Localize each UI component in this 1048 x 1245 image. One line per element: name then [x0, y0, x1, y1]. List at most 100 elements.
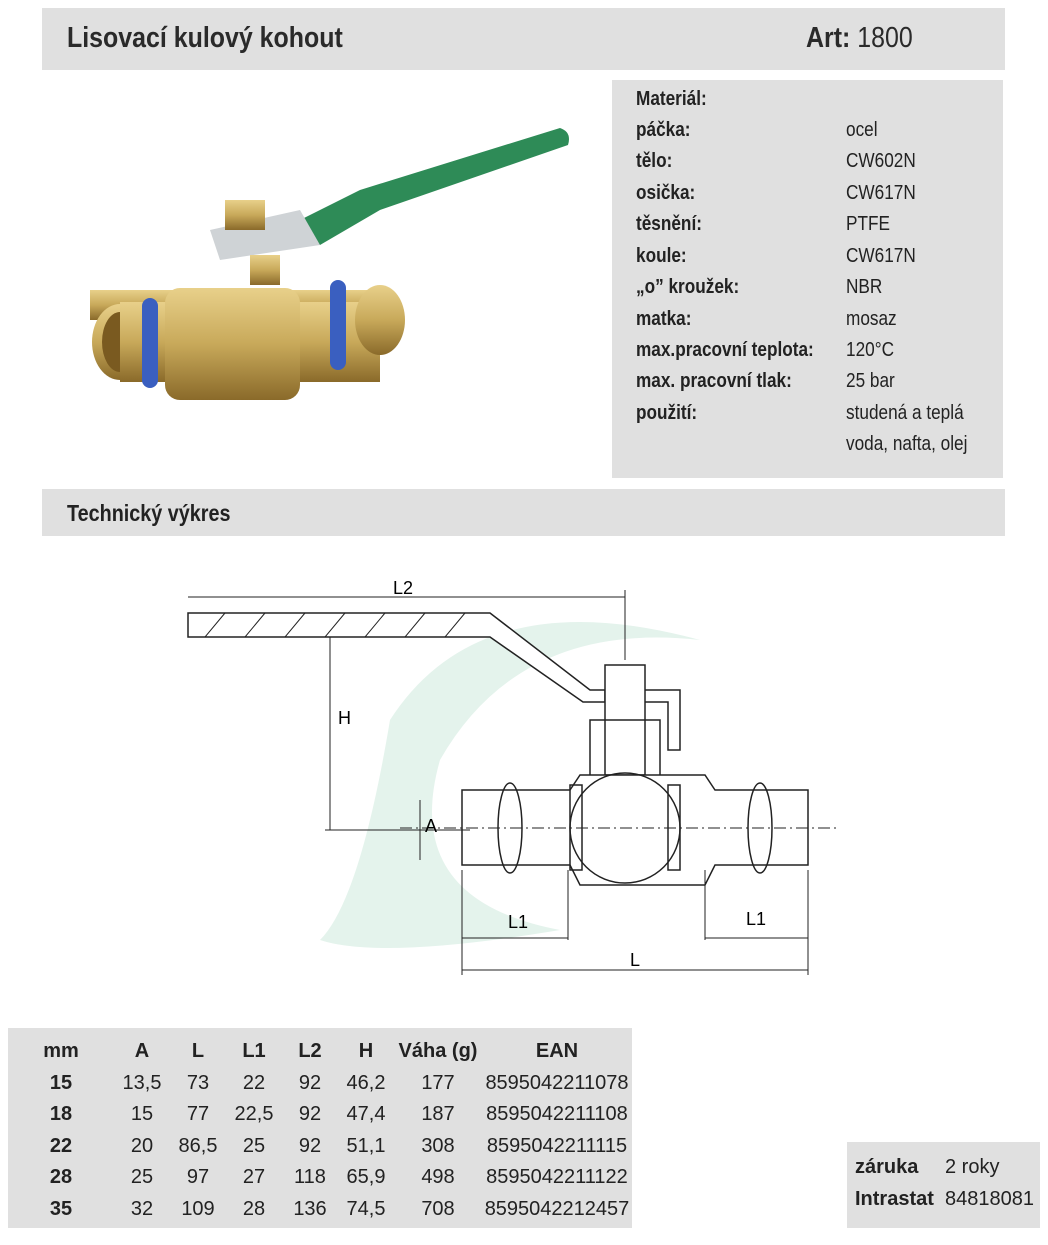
- spec-row: osička: CW617N: [636, 182, 996, 213]
- product-photo: [90, 128, 569, 400]
- cell: 708: [421, 1197, 455, 1220]
- cell: 97: [186, 1166, 210, 1189]
- dim-label-A: A: [425, 816, 437, 836]
- spec-value: 120°C: [846, 339, 894, 361]
- spec-row: tělo:CW602N: [636, 150, 996, 181]
- spec-row: voda, nafta, olej: [636, 433, 996, 464]
- page-title: Lisovací kulový kohout: [67, 22, 343, 54]
- dim-label-L: L: [630, 950, 640, 970]
- cell: 15: [130, 1103, 154, 1126]
- col-header: L1: [242, 1040, 266, 1063]
- warranty-box: záruka 2 roky Intrastat 84818081: [847, 1142, 1040, 1228]
- spec-value: PTFE: [846, 213, 890, 235]
- warranty-value: 2 roky: [945, 1156, 1000, 1178]
- dimensions-table: mm A L L1 L2 H Váha (g) EAN 15 13,5 73 22 92 46,2 177…: [8, 1028, 632, 1228]
- cell: 77: [186, 1103, 210, 1126]
- col-header: L: [191, 1040, 205, 1063]
- cell: 177: [421, 1071, 455, 1094]
- dim-label-L2: L2: [393, 578, 413, 598]
- cell: 65,9: [346, 1166, 386, 1189]
- spec-row: max.pracovní teplota: 120°C: [636, 339, 996, 370]
- cell: 25: [242, 1134, 266, 1157]
- art-value: 1800: [857, 22, 913, 54]
- spec-label: tělo:: [636, 150, 673, 172]
- cell: 8595042211122: [486, 1166, 628, 1189]
- cell: 25: [130, 1166, 154, 1189]
- dim-label-L1-right: L1: [746, 909, 766, 929]
- table-row: 22 20 86,5 25 92 51,1 308 8595042211115: [8, 1131, 632, 1163]
- cell: 136: [293, 1197, 327, 1220]
- intrastat-label: Intrastat: [855, 1188, 934, 1210]
- cell: 308: [421, 1134, 455, 1157]
- cell: 28: [49, 1166, 73, 1189]
- cell: 8595042211108: [486, 1103, 628, 1126]
- spec-label: matka:: [636, 308, 692, 330]
- cell: 22: [49, 1134, 73, 1157]
- spec-row: max. pracovní tlak:25 bar: [636, 370, 996, 401]
- cell: 92: [298, 1071, 322, 1094]
- cell: 51,1: [346, 1134, 386, 1157]
- article-number: Art: 1800: [806, 22, 913, 55]
- col-header: EAN: [535, 1040, 579, 1063]
- spec-label: „o” kroužek:: [636, 276, 740, 298]
- cell: 118: [294, 1166, 326, 1189]
- intrastat-value: 84818081: [945, 1188, 1034, 1210]
- table-row: 15 13,5 73 22 92 46,2 177 8595042211078: [8, 1068, 632, 1100]
- spec-value: mosaz: [846, 308, 897, 330]
- spec-value: CW617N: [846, 182, 916, 204]
- col-header: A: [134, 1040, 150, 1063]
- col-header: L2: [298, 1040, 322, 1063]
- materials-panel: Materiál: páčka:ocel tělo:CW602N osička:…: [612, 80, 1003, 478]
- dim-label-L1-left: L1: [508, 912, 528, 932]
- cell: 47,4: [346, 1103, 386, 1126]
- materials-heading: Materiál:: [636, 88, 707, 110]
- cell: 13,5: [122, 1071, 162, 1094]
- spec-row: koule: CW617N: [636, 245, 996, 276]
- cell: 22,5: [234, 1103, 274, 1126]
- spec-row: matka: mosaz: [636, 308, 996, 339]
- cell: 20: [130, 1134, 154, 1157]
- watermark-logo: [320, 622, 700, 948]
- dim-label-H: H: [338, 708, 351, 728]
- cell: 35: [49, 1197, 73, 1220]
- spec-label: osička:: [636, 182, 696, 204]
- cell: 74,5: [346, 1197, 386, 1220]
- section-bar: Technický výkres: [42, 489, 1005, 536]
- spec-label: koule:: [636, 245, 687, 267]
- cell: 15: [49, 1071, 73, 1094]
- cell: 498: [421, 1166, 455, 1189]
- col-header: Váha (g): [398, 1040, 478, 1063]
- cell: 8595042212457: [484, 1197, 630, 1220]
- spec-value: CW617N: [846, 245, 916, 267]
- spec-label: těsnění:: [636, 213, 702, 235]
- spec-label: max.pracovní teplota:: [636, 339, 814, 361]
- section-title: Technický výkres: [67, 500, 231, 526]
- spec-row: těsnění: PTFE: [636, 213, 996, 244]
- col-header: H: [358, 1040, 374, 1063]
- spec-value: 25 bar: [846, 370, 895, 392]
- cell: 46,2: [346, 1071, 386, 1094]
- spec-row: páčka:ocel: [636, 119, 996, 150]
- cell: 22: [242, 1071, 266, 1094]
- spec-value: ocel: [846, 119, 878, 141]
- title-bar: Lisovací kulový kohout Art: 1800: [42, 8, 1005, 70]
- cell: 28: [242, 1197, 266, 1220]
- spec-row: „o” kroužek: NBR: [636, 276, 996, 307]
- cell: 86,5: [178, 1134, 218, 1157]
- cell: 187: [421, 1103, 455, 1126]
- cell: 73: [186, 1071, 210, 1094]
- cell: 92: [298, 1103, 322, 1126]
- spec-label: použití:: [636, 402, 698, 424]
- cell: 27: [242, 1166, 266, 1189]
- cell: 32: [130, 1197, 154, 1220]
- spec-value: voda, nafta, olej: [846, 433, 968, 455]
- spec-value: NBR: [846, 276, 883, 298]
- cell: 8595042211078: [485, 1071, 629, 1094]
- cell: 8595042211115: [486, 1134, 628, 1157]
- art-label: Art:: [806, 22, 851, 54]
- col-header: mm: [43, 1040, 79, 1063]
- warranty-label: záruka: [855, 1156, 919, 1178]
- cell: 92: [298, 1134, 322, 1157]
